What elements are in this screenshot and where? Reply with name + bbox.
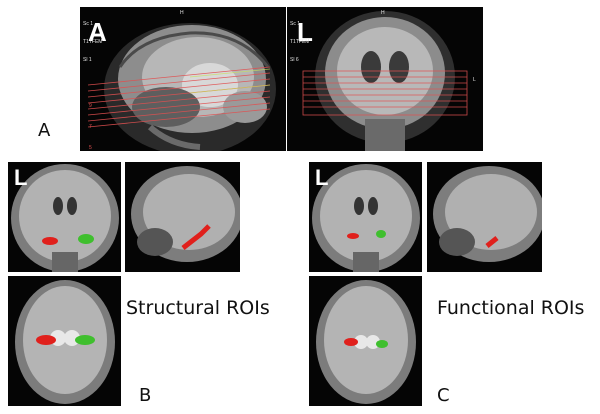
guide-lines [189, 68, 271, 94]
right-roi [75, 335, 95, 345]
structural-rois-title: Structural ROIs [126, 297, 270, 319]
panel-b-sagittal-scan [125, 162, 240, 272]
right-roi [78, 234, 94, 244]
header-line: Sl 1 [83, 57, 92, 63]
right-roi [376, 230, 386, 238]
left-roi [344, 338, 358, 346]
left-roi [181, 224, 211, 250]
panel-a-coronal-scan: L Sc 1 T1TFEM Sl 6 H L [287, 7, 483, 151]
orientation-letter: L [315, 165, 329, 190]
slice-numbers: 9 7 5 3 1 1 [89, 89, 95, 151]
slice-slab-lines [302, 70, 468, 116]
top-marker: H [381, 10, 385, 16]
scan-header: Sc 1 T1TFEM Sl 1 [83, 9, 102, 75]
panel-a-sagittal-scan: A Sc 1 T1TFEM Sl 1 H 9 7 5 3 1 1 [80, 7, 286, 151]
header-line: T1TFEM [290, 39, 310, 45]
orientation-letter: L [14, 165, 28, 190]
slice-number: 9 [89, 103, 92, 109]
sagittal-brain-image [125, 162, 240, 272]
left-roi [485, 236, 499, 248]
header-line: Sc 1 [83, 21, 94, 27]
coronal-brain-image [287, 7, 483, 151]
slice-number: 7 [89, 124, 92, 130]
panel-c-coronal-scan: L [309, 162, 422, 272]
header-line: Sl 6 [290, 57, 299, 63]
header-line: Sc 1 [290, 21, 301, 27]
panel-b-coronal-scan: L [8, 162, 121, 272]
orientation-letter: L [297, 17, 313, 47]
functional-rois-title: Functional ROIs [437, 297, 585, 319]
panel-b-axial-scan [8, 276, 121, 406]
left-roi [347, 233, 359, 239]
scan-header: Sc 1 T1TFEM Sl 6 [290, 9, 309, 75]
orientation-letter: A [88, 17, 107, 47]
slice-number: 5 [89, 145, 92, 151]
left-roi [36, 335, 56, 345]
sagittal-brain-image [427, 162, 542, 272]
left-roi [42, 237, 58, 245]
coronal-brain-image [309, 162, 422, 272]
panel-c-sagittal-scan [427, 162, 542, 272]
panel-c-label: C [437, 385, 450, 406]
right-marker: L [473, 77, 476, 83]
coronal-brain-image [8, 162, 121, 272]
right-roi [376, 340, 388, 348]
sagittal-brain-image [80, 7, 286, 151]
top-marker: H [180, 10, 184, 16]
panel-a-label: A [38, 120, 51, 141]
panel-b-label: B [139, 385, 152, 406]
panel-c-axial-scan [309, 276, 422, 406]
header-line: T1TFEM [83, 39, 103, 45]
slice-slab-lines [87, 66, 271, 128]
axial-brain-image [8, 276, 121, 406]
axial-brain-image [309, 276, 422, 406]
